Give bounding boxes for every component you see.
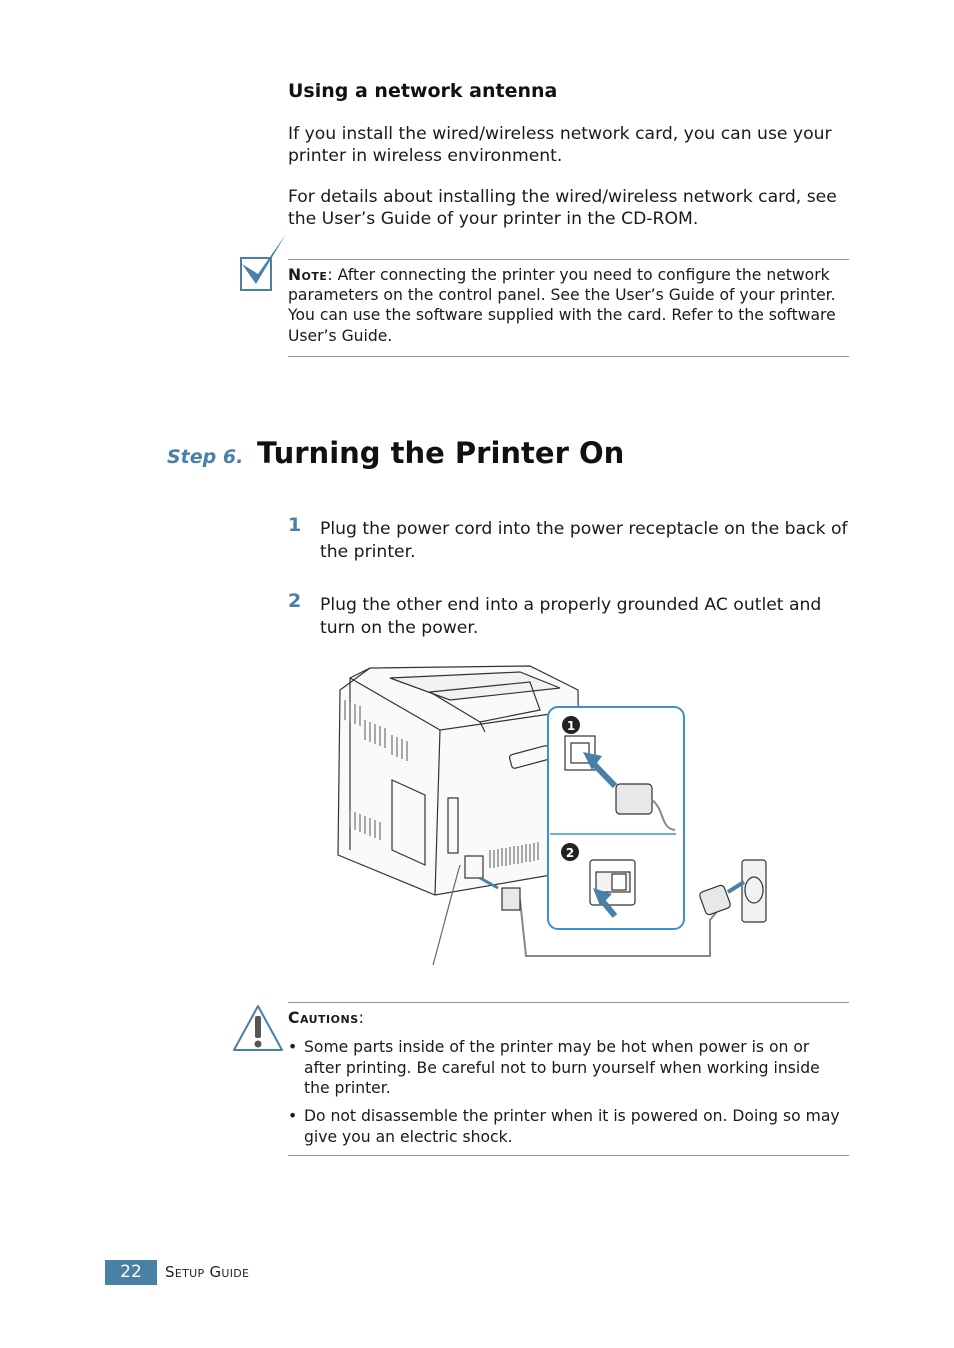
step-number-1: 1 (288, 514, 302, 536)
printer-power-illustration: 1 2 (337, 665, 767, 966)
network-paragraph-1: If you install the wired/wireless networ… (288, 124, 832, 166)
caution-top-rule (288, 1002, 849, 1003)
note-body: : After connecting the printer you need … (288, 266, 836, 345)
caution-warning-icon (233, 1005, 283, 1051)
svg-text:2: 2 (566, 846, 574, 860)
figure-badge-2: 2 (561, 843, 579, 861)
network-paragraph-2: For details about installing the wired/w… (288, 187, 837, 229)
section-heading: Using a network antenna (288, 80, 558, 102)
caution-colon: : (358, 1009, 364, 1027)
footer-title: Setup Guide (165, 1263, 250, 1281)
caution-item-1: • Some parts inside of the printer may b… (288, 1037, 850, 1099)
step-number-2: 2 (288, 590, 302, 612)
note-label: Note (288, 266, 328, 284)
bullet-icon: • (288, 1107, 298, 1125)
note-text: Note: After connecting the printer you n… (288, 265, 850, 346)
page-number: 22 (105, 1260, 157, 1285)
bullet-icon: • (288, 1038, 298, 1056)
caution-label: Cautions (288, 1009, 359, 1027)
step-text-2: Plug the other end into a properly groun… (320, 595, 822, 638)
caution-item-text: Do not disassemble the printer when it i… (304, 1107, 840, 1146)
figure-badge-1: 1 (562, 716, 580, 734)
caution-bottom-rule (288, 1155, 849, 1156)
caution-item-text: Some parts inside of the printer may be … (304, 1038, 820, 1097)
caution-item-2: • Do not disassemble the printer when it… (288, 1106, 850, 1147)
note-top-rule (288, 259, 849, 260)
page-title: Turning the Printer On (257, 436, 625, 470)
step-text-1: Plug the power cord into the power recep… (320, 519, 848, 562)
step-label: Step 6. (167, 446, 244, 468)
svg-text:1: 1 (567, 719, 575, 733)
note-checkmark-icon (240, 234, 286, 291)
caution-heading: Cautions: (288, 1009, 364, 1027)
note-bottom-rule (288, 356, 849, 357)
